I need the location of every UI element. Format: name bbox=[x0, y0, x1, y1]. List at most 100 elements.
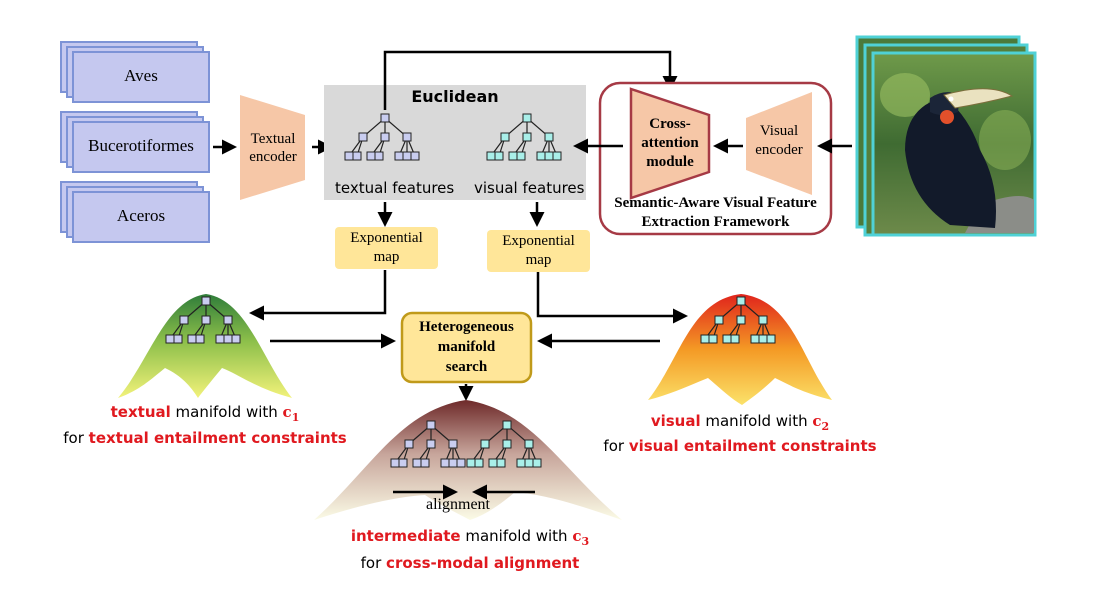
visual-feature-tree-node bbox=[522, 113, 532, 123]
intermediate-visual-tree-node bbox=[480, 439, 490, 449]
intermediate-visual-tree-node bbox=[516, 458, 526, 468]
textual-feature-tree-node bbox=[394, 151, 404, 161]
intermediate-caption-sub: 3 bbox=[581, 535, 590, 548]
cross-attention-shape bbox=[629, 87, 711, 200]
framework-label: Semantic-Aware Visual Feature Extraction… bbox=[614, 195, 817, 230]
textual-caption-sub: 1 bbox=[291, 411, 300, 424]
bird-photo bbox=[855, 35, 1037, 237]
visual-feature-tree-node bbox=[500, 132, 510, 142]
visual-caption-prefix: for bbox=[603, 437, 629, 455]
textual-manifold-tree-node bbox=[231, 334, 241, 344]
visual-manifold-tree-node bbox=[708, 334, 718, 344]
intermediate-textual-tree-node bbox=[420, 458, 430, 468]
visual-caption-sub: 2 bbox=[821, 420, 830, 433]
taxonomy-label-bucerotiformes: Bucerotiformes bbox=[88, 136, 194, 155]
textual-caption-c: c bbox=[282, 403, 292, 421]
intermediate-textual-tree-node bbox=[426, 420, 436, 430]
textual-feature-tree-node bbox=[358, 132, 368, 142]
textual-manifold-tree-node bbox=[215, 334, 225, 344]
textual-feature-tree-node bbox=[380, 132, 390, 142]
textual-manifold-tree-node bbox=[223, 334, 233, 344]
visual-feature-tree-node bbox=[486, 151, 496, 161]
textual-feature-tree-node bbox=[402, 151, 412, 161]
visual-caption-red: visual bbox=[650, 412, 701, 430]
visual-feature-tree-node bbox=[544, 151, 554, 161]
textual-manifold-tree-node bbox=[201, 296, 211, 306]
visual-feature-tree-node bbox=[516, 151, 526, 161]
cross-attention-label: Cross- attention module bbox=[641, 116, 699, 170]
intermediate-visual-tree-node bbox=[466, 458, 476, 468]
intermediate-caption-c: c bbox=[572, 527, 582, 545]
visual-feature-tree-node bbox=[536, 151, 546, 161]
visual-feature-tree-node bbox=[494, 151, 504, 161]
intermediate-caption-line2: for cross-modal alignment bbox=[330, 554, 610, 572]
textual-feature-tree-node bbox=[410, 151, 420, 161]
exp-map-right-label: Exponential map bbox=[502, 233, 575, 268]
visual-feature-tree-node bbox=[522, 132, 532, 142]
visual-manifold-tree-node bbox=[736, 296, 746, 306]
intermediate-visual-tree-node bbox=[532, 458, 542, 468]
taxonomy-label-aceros: Aceros bbox=[116, 206, 166, 225]
euclidean-title: Euclidean bbox=[411, 87, 499, 106]
textual-caption-red: textual bbox=[110, 403, 171, 421]
visual-caption-constraints: visual entailment constraints bbox=[628, 437, 877, 455]
exp-map-left-label: Exponential map bbox=[350, 230, 423, 265]
textual-manifold-tree-node bbox=[173, 334, 183, 344]
intermediate-caption-alignment: cross-modal alignment bbox=[386, 554, 580, 572]
intermediate-textual-tree-node bbox=[398, 458, 408, 468]
visual-manifold-tree-node bbox=[758, 334, 768, 344]
textual-manifold-tree-node bbox=[179, 315, 189, 325]
visual-caption-line1: visual manifold with c2 bbox=[615, 412, 865, 433]
intermediate-visual-tree-node bbox=[502, 439, 512, 449]
visual-feature-tree-node bbox=[508, 151, 518, 161]
intermediate-caption-line1: intermediate manifold with c3 bbox=[330, 527, 610, 548]
intermediate-textual-tree-node bbox=[456, 458, 466, 468]
visual-feature-tree-node bbox=[552, 151, 562, 161]
intermediate-textual-tree-node bbox=[390, 458, 400, 468]
visual-manifold-tree-node bbox=[730, 334, 740, 344]
intermediate-caption-red: intermediate bbox=[350, 527, 461, 545]
textual-caption-line2: for textual entailment constraints bbox=[60, 429, 350, 447]
textual-feature-tree-node bbox=[374, 151, 384, 161]
intermediate-textual-tree-node bbox=[440, 458, 450, 468]
intermediate-visual-tree-node bbox=[524, 439, 534, 449]
taxonomy-aceros bbox=[60, 181, 210, 243]
textual-manifold-tree-node bbox=[195, 334, 205, 344]
visual-caption-rest: manifold with bbox=[700, 412, 813, 430]
intermediate-textual-tree-node bbox=[426, 439, 436, 449]
intermediate-visual-tree-node bbox=[524, 458, 534, 468]
exp-map-left-box bbox=[335, 227, 438, 269]
intermediate-visual-tree-node bbox=[474, 458, 484, 468]
visual-encoder-shape bbox=[746, 92, 812, 195]
search-box bbox=[400, 311, 533, 384]
textual-feature-tree-node bbox=[344, 151, 354, 161]
exp-map-right-box bbox=[487, 230, 590, 272]
visual-manifold-tree-node bbox=[758, 315, 768, 325]
visual-features-label: visual features bbox=[474, 179, 585, 197]
taxonomy-label-aves: Aves bbox=[124, 66, 158, 85]
visual-manifold-tree-node bbox=[736, 315, 746, 325]
taxonomy-aves bbox=[60, 41, 210, 103]
intermediate-visual-tree-node bbox=[496, 458, 506, 468]
textual-manifold-tree-node bbox=[223, 315, 233, 325]
search-label: Heterogeneous manifold search bbox=[419, 319, 514, 375]
textual-feature-tree-node bbox=[402, 132, 412, 142]
visual-manifold-tree-node bbox=[700, 334, 710, 344]
textual-manifold-tree-node bbox=[187, 334, 197, 344]
textual-caption-rest: manifold with bbox=[170, 403, 283, 421]
textual-manifold-shape bbox=[118, 294, 292, 398]
textual-caption-constraints: textual entailment constraints bbox=[88, 429, 347, 447]
textual-feature-tree-node bbox=[380, 113, 390, 123]
visual-manifold-tree-node bbox=[722, 334, 732, 344]
alignment-label: alignment bbox=[426, 496, 490, 513]
textual-encoder-shape bbox=[240, 95, 305, 200]
visual-caption-line2: for visual entailment constraints bbox=[595, 437, 885, 455]
visual-feature-tree-node bbox=[544, 132, 554, 142]
intermediate-textual-tree-node bbox=[448, 458, 458, 468]
textual-caption-line1: textual manifold with c1 bbox=[80, 403, 330, 424]
visual-manifold-tree-node bbox=[750, 334, 760, 344]
euclidean-box bbox=[324, 85, 586, 200]
textual-encoder-label: Textual encoder bbox=[249, 131, 297, 165]
visual-manifold-shape bbox=[648, 294, 832, 405]
